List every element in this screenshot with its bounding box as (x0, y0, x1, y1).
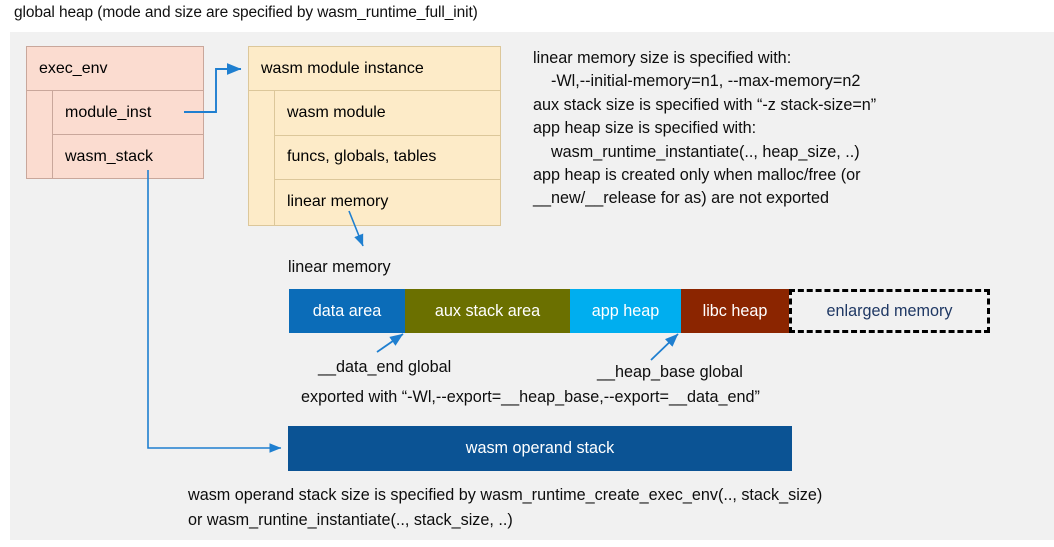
page-title: global heap (mode and size are specified… (14, 4, 478, 21)
exec-env-header: exec_env (27, 47, 203, 91)
memory-segment-data-area: data area (289, 289, 405, 333)
exec-env-fields: module_inst wasm_stack (27, 91, 203, 179)
linear-memory-label: linear memory (288, 258, 391, 276)
wasm-operand-stack-box: wasm operand stack (288, 426, 792, 471)
wasm-module-instance-box: wasm module instance wasm module funcs, … (248, 46, 501, 226)
heap-base-caption: __heap_base global (597, 363, 743, 381)
data-end-caption: __data_end global (318, 358, 452, 376)
exec-env-box: exec_env module_inst wasm_stack (26, 46, 204, 179)
module-instance-field-wasm-module: wasm module (274, 91, 500, 136)
exec-env-field-module-inst: module_inst (52, 91, 203, 135)
module-instance-field-funcs-globals-tables: funcs, globals, tables (274, 135, 500, 181)
memory-segment-aux-stack-area: aux stack area (405, 289, 570, 333)
module-instance-field-linear-memory: linear memory (274, 180, 500, 225)
memory-segment-libc-heap: libc heap (681, 289, 789, 333)
module-instance-header: wasm module instance (249, 47, 500, 91)
exec-env-field-wasm-stack: wasm_stack (52, 135, 203, 179)
operand-stack-note: wasm operand stack size is specified by … (188, 486, 823, 529)
linear-memory-notes: linear memory size is specified with: -W… (533, 49, 877, 208)
memory-segment-app-heap: app heap (570, 289, 681, 333)
exported-with-caption: exported with “-Wl,--export=__heap_base,… (301, 388, 760, 406)
memory-segment-enlarged-memory: enlarged memory (789, 289, 990, 333)
module-instance-fields: wasm module funcs, globals, tables linea… (249, 91, 500, 225)
